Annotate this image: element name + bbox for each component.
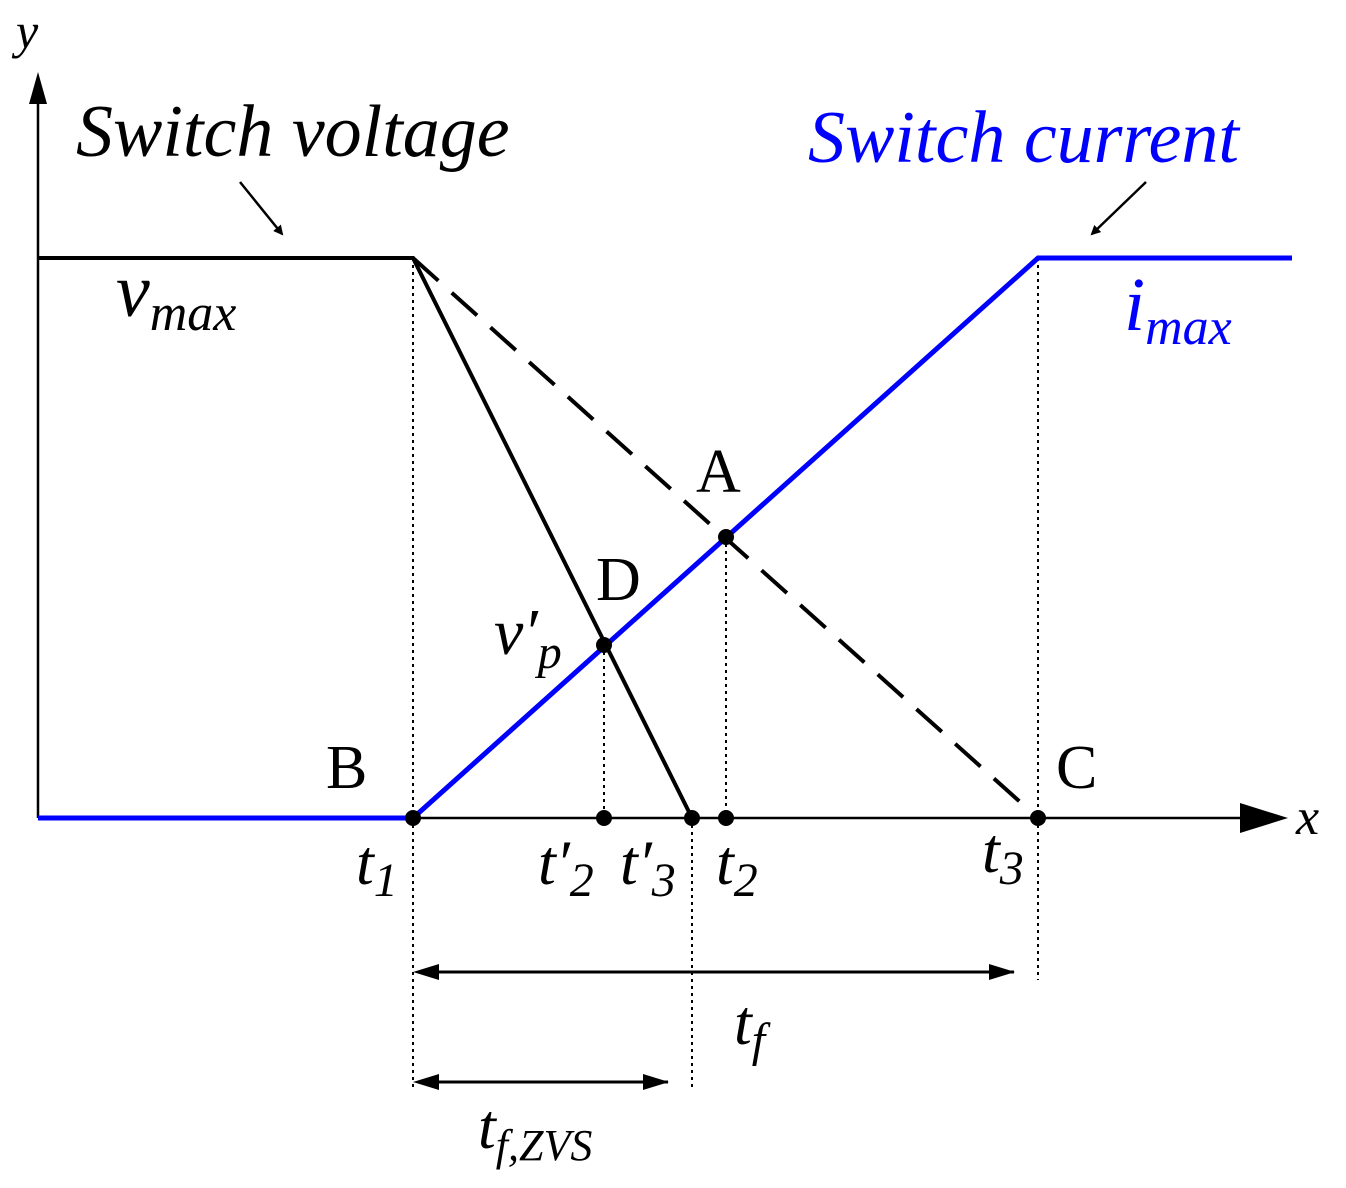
point-t2-dot: [718, 810, 734, 826]
tfzvs-label: tf,ZVS: [478, 1091, 592, 1170]
point-B-label: B: [326, 734, 367, 802]
switch-voltage-title: Switch voltage: [76, 91, 510, 173]
tick-t2-prime: t′2: [538, 827, 594, 907]
point-t2p-dot: [596, 810, 612, 826]
tf-dimension-arrow-left: [413, 964, 439, 980]
tick-t3: t3: [982, 815, 1024, 895]
point-t3-dot: [1030, 810, 1046, 826]
y-axis-label: y: [11, 3, 39, 59]
tf-label: tf: [734, 987, 771, 1067]
point-D-dot: [596, 637, 612, 653]
tfzvs-dimension-arrow-left: [413, 1074, 439, 1090]
switch-current-title: Switch current: [808, 97, 1241, 179]
tick-t2: t2: [716, 827, 758, 907]
point-D-label: D: [596, 546, 641, 614]
vmax-label: vmax: [116, 249, 236, 342]
switch-current-waveform: [38, 255, 1292, 821]
x-axis-arrowhead: [1240, 803, 1288, 833]
point-A-dot: [718, 529, 734, 545]
point-C-label: C: [1056, 734, 1097, 802]
guide-lines: [412, 258, 1039, 1090]
point-A-label: A: [696, 438, 741, 506]
x-axis-label: x: [1295, 789, 1319, 846]
vp-label: v′p: [494, 596, 562, 679]
y-axis-arrowhead: [29, 72, 47, 104]
voltage-title-pointer: [239, 181, 284, 236]
tick-t3-prime: t′3: [620, 827, 676, 907]
point-t1-dot: [405, 810, 421, 826]
imax-label: imax: [1124, 263, 1232, 356]
tick-t1: t1: [356, 827, 398, 907]
current-title-pointer: [1090, 181, 1147, 236]
point-t3p-dot: [684, 810, 700, 826]
